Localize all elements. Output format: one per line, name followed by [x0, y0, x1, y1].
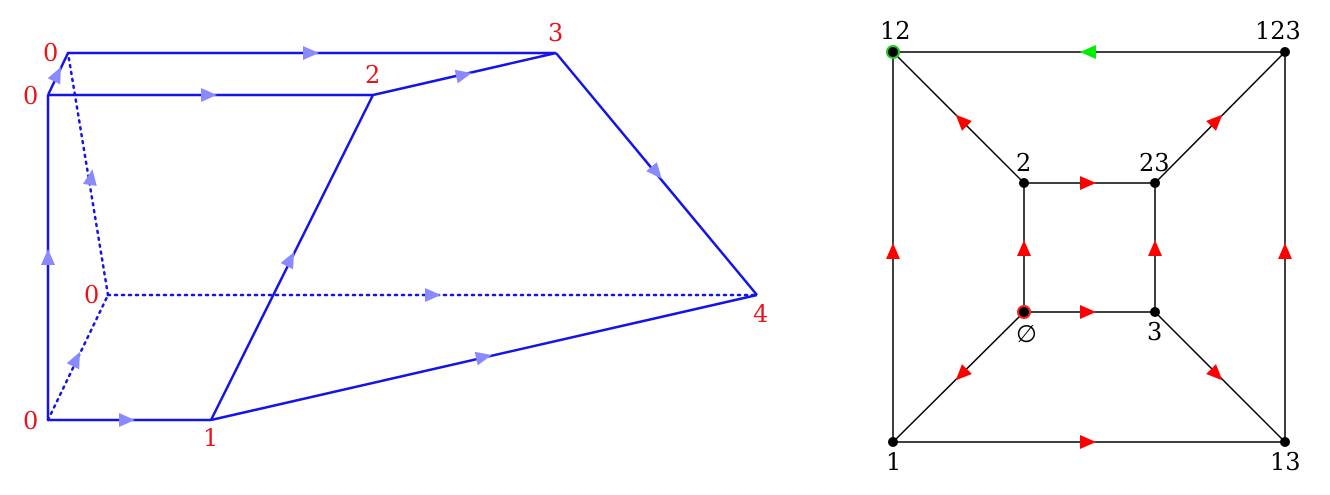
label-vertex-3: 3 — [548, 19, 563, 47]
label-vertex-empty: ∅ — [1016, 320, 1037, 348]
vertex-3-dot — [1150, 307, 1160, 317]
label-vertex-2: 2 — [365, 61, 380, 89]
arrow-icon — [201, 88, 217, 102]
label-vertex-1: 1 — [203, 424, 218, 452]
right-edges — [892, 51, 1286, 443]
label-vertex-3: 3 — [1147, 318, 1162, 346]
arrow-icon — [119, 413, 135, 427]
arrow-icon — [303, 46, 319, 60]
arrow-icon — [454, 69, 472, 84]
vertex-2-dot — [1019, 178, 1029, 188]
arrow-icon — [955, 114, 972, 131]
arrow-icon — [1080, 305, 1096, 319]
label-vertex-4: 4 — [753, 300, 768, 328]
hidden-edge-back-left — [66, 51, 110, 297]
vertex-123-dot — [1280, 47, 1290, 57]
vertex-empty-dot — [1017, 305, 1031, 319]
arrow-icon — [280, 251, 295, 270]
arrow-icon — [955, 364, 972, 381]
label-vertex-23: 23 — [1139, 149, 1170, 177]
vertex-23-dot — [1150, 178, 1160, 188]
left-hidden-edges — [46, 51, 759, 422]
arrow-icon — [474, 351, 492, 366]
arrow-icon — [1206, 114, 1223, 131]
arrow-icon — [425, 288, 441, 302]
arrow-icon — [1080, 176, 1096, 190]
arrow-icon — [66, 351, 80, 370]
left-arrows — [41, 46, 662, 427]
arrow-icon — [1080, 435, 1096, 449]
arrow-icon — [886, 243, 900, 259]
label-front-top-left: 0 — [23, 82, 38, 110]
arrow-icon-highlight — [1080, 45, 1096, 59]
label-back-bottom-left: 0 — [84, 281, 99, 309]
label-vertex-123: 123 — [1255, 17, 1301, 45]
arrow-icon — [646, 162, 662, 179]
arrow-icon — [1278, 243, 1292, 259]
label-back-top-left: 0 — [43, 39, 58, 67]
right-diagram: 12 123 2 23 ∅ 3 1 13 — [880, 17, 1301, 476]
arrow-icon — [1017, 240, 1031, 256]
label-vertex-12: 12 — [880, 17, 911, 45]
right-labels: 12 123 2 23 ∅ 3 1 13 — [880, 17, 1301, 476]
left-solid-edges — [46, 51, 758, 422]
arrow-icon — [41, 249, 55, 265]
label-vertex-2: 2 — [1016, 149, 1031, 177]
left-labels: 0 0 0 0 1 2 3 4 — [23, 19, 768, 452]
arrow-icon — [1148, 240, 1162, 256]
right-vertices — [886, 45, 1290, 447]
arrow-icon — [47, 66, 61, 85]
vertex-12-dot — [886, 45, 900, 59]
right-arrows — [886, 45, 1292, 449]
arrow-icon — [82, 169, 97, 187]
arrow-icon — [1206, 364, 1223, 381]
vertex-13-dot — [1280, 437, 1290, 447]
left-diagram: 0 0 0 0 1 2 3 4 — [23, 19, 768, 452]
label-vertex-13: 13 — [1270, 448, 1301, 476]
vertex-1-dot — [888, 437, 898, 447]
label-front-bottom-left: 0 — [23, 407, 38, 435]
label-vertex-1: 1 — [886, 448, 901, 476]
